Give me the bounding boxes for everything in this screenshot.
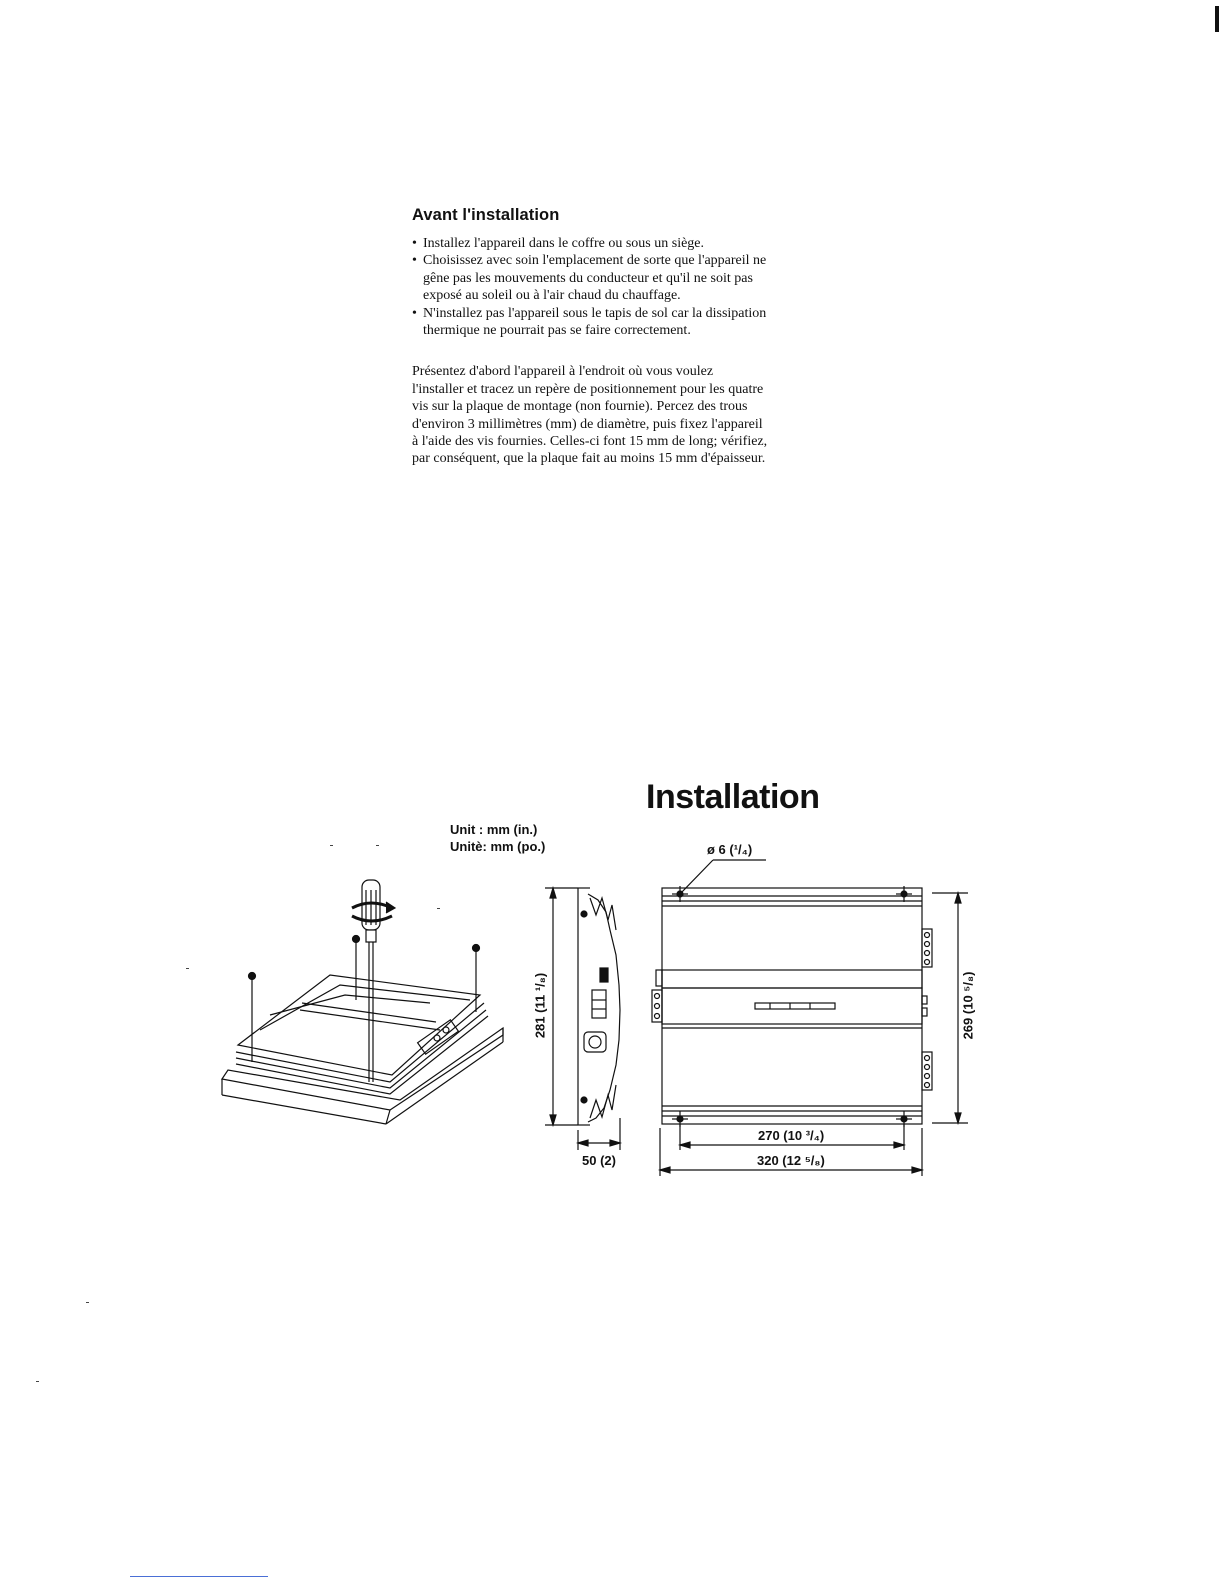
isometric-mounting-illustration (220, 879, 504, 1125)
list-item: • Choisissez avec soin l'emplacement de s… (412, 252, 772, 304)
unit-label-french: Unitè: mm (po.) (450, 839, 546, 854)
bullet-text: Choisissez avec soin l'emplacement de so… (423, 253, 767, 304)
side-view-drawing (545, 885, 623, 1150)
bullet-glyph: • (412, 253, 417, 269)
scan-speck (186, 968, 189, 969)
before-installation-section: Avant l'installation • Installez l'appare… (412, 206, 772, 468)
unit-label-english: Unit : mm (in.) (450, 822, 538, 837)
bullet-text: N'installez pas l'appareil sous le tapis… (423, 305, 767, 339)
bullet-glyph: • (412, 305, 417, 321)
scan-speck (330, 845, 333, 846)
side-height-label: 281 (11 ¹/₈) (532, 972, 548, 1039)
footer-rule (130, 1576, 268, 1577)
list-item: • N'installez pas l'appareil sous le tapi… (412, 305, 772, 340)
page-edge-mark (1215, 6, 1219, 32)
hole-diameter-label: ø 6 (¹/₄) (707, 842, 753, 857)
scan-speck (376, 845, 379, 846)
top-view-drawing (651, 859, 968, 1176)
bullet-glyph: • (412, 236, 417, 251)
mount-width-label: 270 (10 ³/₄) (758, 1128, 825, 1143)
section-heading: Avant l'installation (412, 206, 560, 224)
bullet-text: Installez l'appareil dans le coffre ou s… (423, 236, 705, 251)
list-item: • Installez l'appareil dans le coffre ou … (412, 235, 772, 252)
scan-speck (36, 1381, 39, 1382)
mounting-instructions-paragraph: Présentez d'abord l'appareil à l'endroit… (412, 364, 768, 467)
bullet-list: • Installez l'appareil dans le coffre ou … (412, 235, 772, 339)
total-width-label: 320 (12 ⁵/₈) (757, 1153, 825, 1168)
scan-speck (437, 908, 440, 909)
scan-speck (86, 1302, 89, 1303)
side-depth-label: 50 (2) (582, 1153, 616, 1168)
installation-title: Installation (646, 778, 820, 816)
top-height-label: 269 (10 ⁵/₈) (960, 971, 976, 1040)
unit-legend: Unit : mm (in.) Unitè: mm (po.) (450, 821, 545, 855)
